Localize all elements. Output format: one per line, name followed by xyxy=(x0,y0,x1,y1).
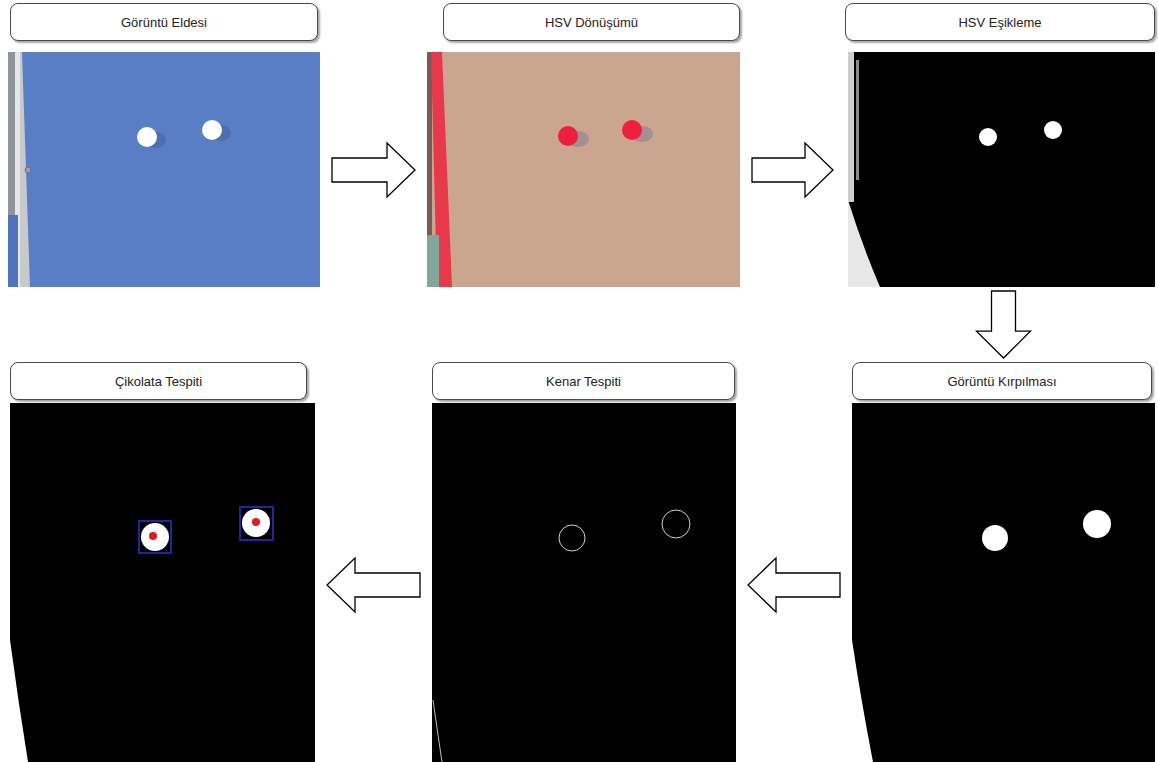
detection-image xyxy=(10,403,315,762)
process-step: Çikolata Tespiti xyxy=(10,362,315,762)
camera-image xyxy=(8,52,320,287)
flow-arrow xyxy=(752,143,833,197)
process-step: Görüntü Eldesi xyxy=(8,3,320,287)
cropped-image xyxy=(852,403,1155,762)
edge-image xyxy=(432,403,736,762)
step-header-box: HSV Dönüşümü xyxy=(443,3,740,41)
step-title: Kenar Tespiti xyxy=(546,374,621,389)
step-header-box: Kenar Tespiti xyxy=(432,362,735,400)
step-title: Görüntü Eldesi xyxy=(121,15,207,30)
step-title: Görüntü Kırpılması xyxy=(947,374,1056,389)
step-header-box: Çikolata Tespiti xyxy=(10,362,307,400)
step-title: HSV Dönüşümü xyxy=(545,15,638,30)
process-step: Görüntü Kırpılması xyxy=(852,362,1155,762)
process-step: HSV Eşikleme xyxy=(845,3,1155,287)
hsv-image xyxy=(427,52,740,287)
step-header-box: HSV Eşikleme xyxy=(845,3,1155,41)
flow-arrow xyxy=(748,558,840,612)
process-step: Kenar Tespiti xyxy=(432,362,736,762)
step-title: HSV Eşikleme xyxy=(958,15,1041,30)
flow-arrow xyxy=(977,291,1031,358)
flow-arrow xyxy=(327,558,420,612)
step-title: Çikolata Tespiti xyxy=(115,374,202,389)
step-header-box: Görüntü Eldesi xyxy=(10,3,318,41)
flow-arrow xyxy=(332,143,415,197)
threshold-image xyxy=(848,52,1155,287)
step-header-box: Görüntü Kırpılması xyxy=(852,362,1152,400)
process-step: HSV Dönüşümü xyxy=(427,3,740,287)
